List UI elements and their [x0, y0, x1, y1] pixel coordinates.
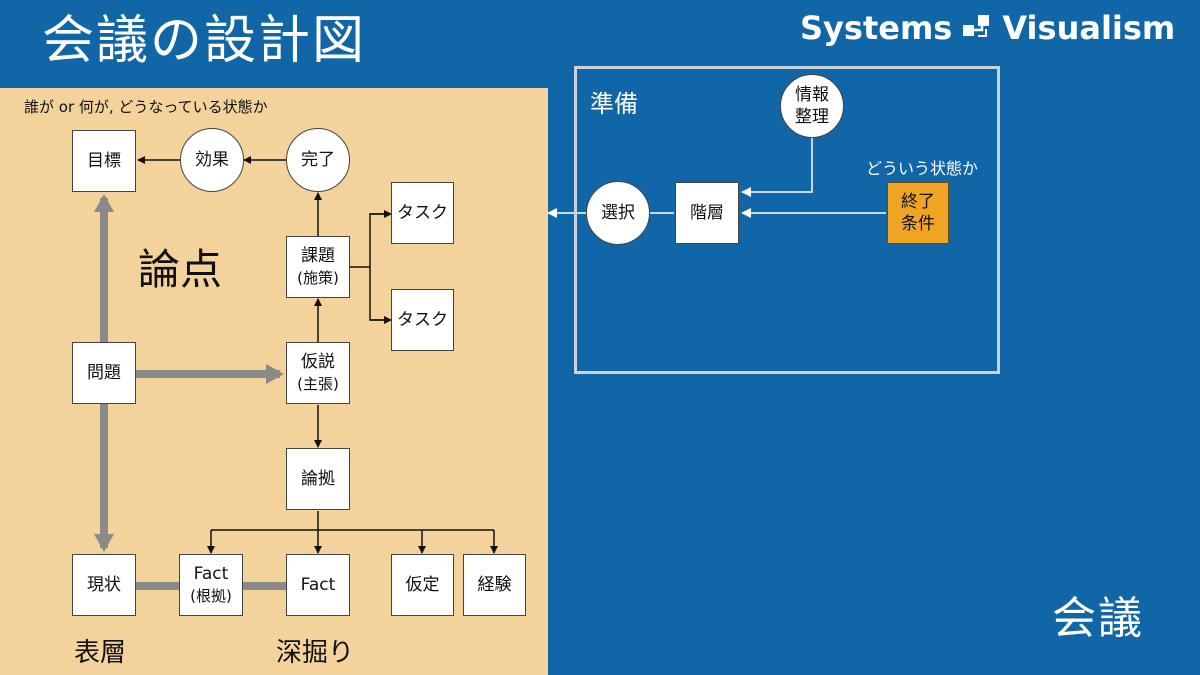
- node-hypothesis: 仮説 (主張): [286, 342, 350, 404]
- brand-name: Systems: [800, 9, 953, 47]
- brand-logo: Systems Visualism: [800, 8, 1175, 48]
- node-assumption: 仮定: [391, 554, 454, 616]
- node-info-line2: 整理: [795, 107, 829, 127]
- prep-frame: [574, 66, 1000, 374]
- node-fact-1-label: Fact: [193, 564, 229, 584]
- node-fact-1: Fact (根拠): [179, 554, 243, 616]
- node-fact-1-sub: (根拠): [190, 587, 232, 605]
- page-title: 会議の設計図: [42, 11, 367, 71]
- node-select: 選択: [586, 181, 650, 245]
- branch-subject-to-tasks: [350, 213, 389, 321]
- state-label: どういう状態か: [866, 159, 979, 178]
- node-done: 完了: [286, 128, 350, 192]
- node-subject-label: 課題: [301, 246, 335, 266]
- node-grounds: 論拠: [286, 448, 350, 510]
- systems-visualism-icon: [963, 15, 990, 37]
- node-effect: 効果: [180, 128, 244, 192]
- panel-caption: 誰が or 何が, どうなっている状態か: [24, 98, 268, 116]
- issue-label: 論点: [138, 245, 223, 294]
- node-fact-2: Fact: [286, 554, 350, 616]
- node-goal: 目標: [72, 130, 136, 192]
- node-subject: 課題 (施策): [286, 236, 350, 298]
- prep-label: 準備: [590, 90, 638, 118]
- arrow-info-to-hierarchy: [741, 138, 813, 197]
- node-subject-sub: (施策): [297, 269, 339, 287]
- node-task-2: タスク: [391, 289, 454, 351]
- meeting-label: 会議: [1052, 593, 1144, 644]
- node-problem: 問題: [72, 342, 136, 404]
- node-current: 現状: [72, 554, 136, 616]
- brand-suffix: Visualism: [1002, 9, 1176, 47]
- node-info-organize: 情報 整理: [780, 74, 844, 138]
- node-task-1: タスク: [391, 182, 454, 244]
- node-end-line2: 条件: [901, 214, 935, 234]
- node-info-line1: 情報: [795, 85, 829, 105]
- surface-label: 表層: [74, 638, 127, 668]
- node-end-condition: 終了 条件: [887, 182, 949, 244]
- branch-grounds-to-facts: [211, 511, 494, 531]
- node-end-line1: 終了: [901, 192, 935, 212]
- node-hierarchy: 階層: [675, 182, 739, 244]
- node-hypothesis-sub: (主張): [297, 375, 339, 393]
- deep-label: 深掘り: [276, 638, 355, 668]
- node-hypothesis-label: 仮説: [301, 352, 335, 372]
- node-experience: 経験: [463, 554, 526, 616]
